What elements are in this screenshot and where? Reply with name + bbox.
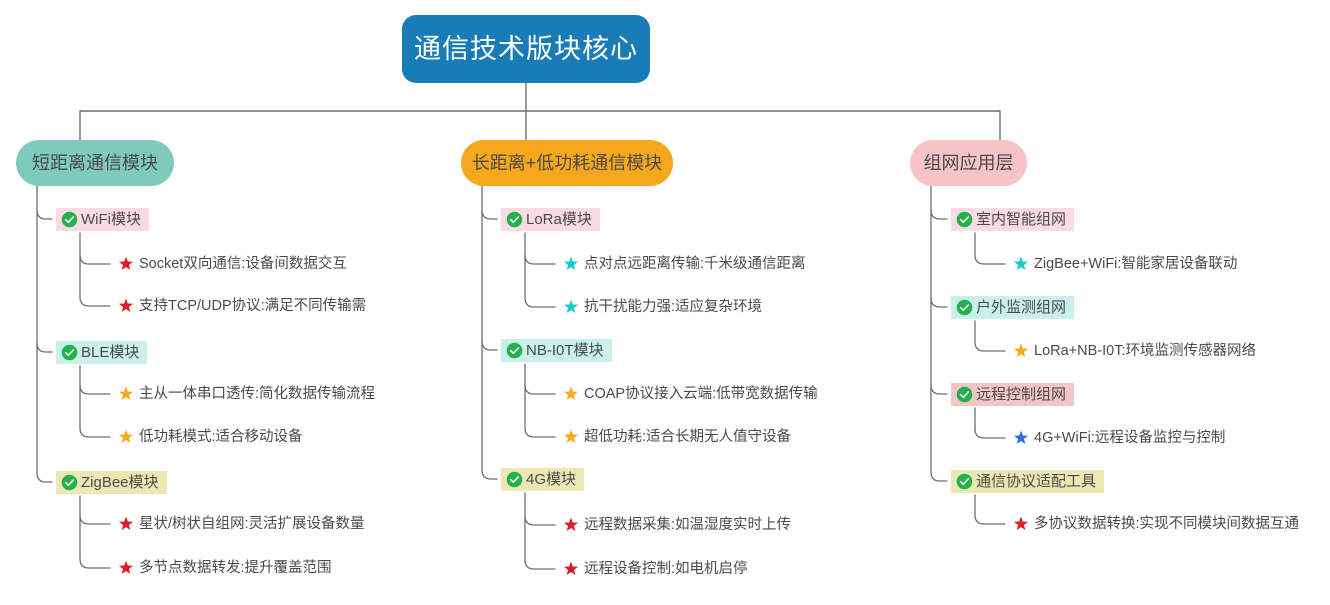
root-node[interactable]: 通信技术版块核心 — [402, 15, 650, 83]
l3-node[interactable]: 抗干扰能力强:适应复杂环境 — [563, 296, 762, 318]
star-icon — [563, 429, 579, 444]
l3-node[interactable]: 远程数据采集:如温湿度实时上传 — [563, 514, 791, 536]
star-icon — [563, 299, 579, 314]
check-circle-icon — [506, 342, 523, 358]
l3-node-label: 主从一体串口透传:简化数据传输流程 — [139, 385, 376, 402]
l3-node-label: 星状/树状自组网:灵活扩展设备数量 — [139, 515, 365, 532]
l2-node-label: 户外监测组网 — [976, 298, 1067, 316]
l3-node[interactable]: 4G+WiFi:远程设备监控与控制 — [1013, 427, 1225, 449]
l2-node-label: NB-I0T模块 — [526, 341, 604, 359]
l2-node[interactable]: BLE模块 — [56, 340, 148, 364]
l3-node[interactable]: 多节点数据转发:提升覆盖范围 — [118, 557, 332, 579]
l3-node[interactable]: 主从一体串口透传:简化数据传输流程 — [118, 383, 375, 405]
l2-node[interactable]: 户外监测组网 — [951, 295, 1075, 319]
l3-node[interactable]: COAP协议接入云端:低带宽数据传输 — [563, 383, 818, 405]
branch-label: 组网应用层 — [923, 153, 1014, 173]
check-circle-icon — [956, 386, 973, 402]
star-icon — [1013, 256, 1029, 271]
star-icon — [118, 256, 134, 271]
star-icon — [1013, 343, 1029, 358]
check-circle-icon — [956, 299, 973, 315]
l3-node[interactable]: Socket双向通信:设备间数据交互 — [118, 253, 347, 275]
l2-node[interactable]: WiFi模块 — [56, 207, 149, 231]
l3-node[interactable]: LoRa+NB-I0T:环境监测传感器网络 — [1013, 340, 1256, 362]
l2-node[interactable]: 远程控制组网 — [951, 382, 1075, 406]
l2-node-label: WiFi模块 — [81, 210, 141, 228]
check-circle-icon — [506, 471, 523, 487]
l3-node-label: 多协议数据转换:实现不同模块间数据互通 — [1034, 515, 1300, 532]
l2-node-label: LoRa模块 — [526, 210, 592, 228]
l3-node-label: LoRa+NB-I0T:环境监测传感器网络 — [1034, 342, 1256, 359]
star-icon — [118, 386, 134, 401]
l2-node[interactable]: 室内智能组网 — [951, 207, 1075, 231]
l3-node-label: 低功耗模式:适合移动设备 — [139, 428, 303, 445]
star-icon — [1013, 430, 1029, 445]
l2-node-label: 通信协议适配工具 — [976, 472, 1097, 490]
l2-node-label: 远程控制组网 — [976, 385, 1067, 403]
star-icon — [118, 516, 134, 531]
l2-node-label: BLE模块 — [81, 343, 140, 361]
l3-node-label: 支持TCP/UDP协议:满足不同传输需 — [139, 297, 367, 314]
l3-node[interactable]: 支持TCP/UDP协议:满足不同传输需 — [118, 295, 366, 317]
l3-node-label: COAP协议接入云端:低带宽数据传输 — [584, 385, 818, 402]
l3-node-label: 抗干扰能力强:适应复杂环境 — [584, 298, 763, 315]
l2-node[interactable]: NB-I0T模块 — [501, 338, 612, 362]
star-icon — [563, 561, 579, 576]
l3-node-label: 多节点数据转发:提升覆盖范围 — [139, 559, 332, 576]
branch-label: 长距离+低功耗通信模块 — [471, 153, 663, 173]
l3-node[interactable]: 低功耗模式:适合移动设备 — [118, 426, 303, 448]
root-label: 通信技术版块核心 — [414, 33, 638, 64]
l2-node[interactable]: 4G模块 — [501, 467, 585, 491]
l3-node-label: ZigBee+WiFi:智能家居设备联动 — [1034, 255, 1238, 272]
l3-node-label: 点对点远距离传输:千米级通信距离 — [584, 255, 806, 272]
check-circle-icon — [506, 211, 523, 227]
check-circle-icon — [61, 211, 78, 227]
star-icon — [118, 560, 134, 575]
l2-node-label: 4G模块 — [526, 470, 577, 488]
l3-node[interactable]: 超低功耗:适合长期无人值守设备 — [563, 426, 791, 448]
branch-node-short-range[interactable]: 短距离通信模块 — [16, 140, 174, 186]
l2-node[interactable]: LoRa模块 — [501, 207, 600, 231]
star-icon — [563, 386, 579, 401]
branch-node-networking-application[interactable]: 组网应用层 — [910, 140, 1027, 186]
check-circle-icon — [956, 473, 973, 489]
star-icon — [118, 429, 134, 444]
star-icon — [118, 298, 134, 313]
l2-node[interactable]: 通信协议适配工具 — [951, 469, 1105, 493]
l3-node[interactable]: 多协议数据转换:实现不同模块间数据互通 — [1013, 513, 1299, 535]
star-icon — [563, 517, 579, 532]
l3-node-label: 超低功耗:适合长期无人值守设备 — [584, 428, 792, 445]
star-icon — [563, 256, 579, 271]
l3-node-label: 远程数据采集:如温湿度实时上传 — [584, 516, 792, 533]
l3-node[interactable]: 远程设备控制:如电机启停 — [563, 558, 748, 580]
l3-node[interactable]: ZigBee+WiFi:智能家居设备联动 — [1013, 253, 1237, 275]
star-icon — [1013, 516, 1029, 531]
l3-node[interactable]: 星状/树状自组网:灵活扩展设备数量 — [118, 513, 365, 535]
l2-node-label: 室内智能组网 — [976, 210, 1067, 228]
l2-node[interactable]: ZigBee模块 — [56, 470, 167, 494]
l3-node-label: 远程设备控制:如电机启停 — [584, 560, 748, 577]
check-circle-icon — [61, 344, 78, 360]
branch-label: 短距离通信模块 — [32, 153, 158, 173]
l2-node-label: ZigBee模块 — [81, 473, 159, 491]
check-circle-icon — [956, 211, 973, 227]
l3-node-label: Socket双向通信:设备间数据交互 — [139, 255, 347, 272]
l3-node-label: 4G+WiFi:远程设备监控与控制 — [1034, 429, 1226, 446]
l3-node[interactable]: 点对点远距离传输:千米级通信距离 — [563, 253, 806, 275]
check-circle-icon — [61, 474, 78, 490]
branch-node-long-range-low-power[interactable]: 长距离+低功耗通信模块 — [461, 140, 673, 186]
